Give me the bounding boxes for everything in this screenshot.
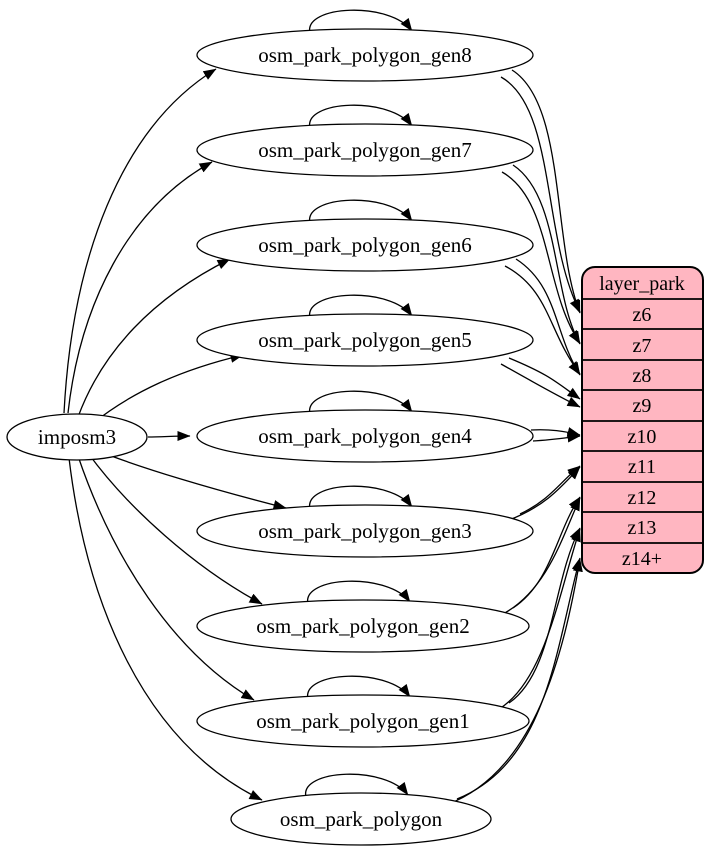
- node-osm-park-polygon-gen8: osm_park_polygon_gen8: [196, 28, 534, 82]
- edge-gen4-z10: [530, 427, 581, 437]
- node-osm-park-polygon-gen3: osm_park_polygon_gen3: [196, 504, 534, 558]
- node-label-gen4: osm_park_polygon_gen4: [258, 424, 472, 448]
- edge-imposm3-gen4: [147, 431, 191, 442]
- selfloop-gen7: [309, 104, 413, 129]
- edge-gen3-z11-b: [508, 466, 581, 521]
- node-ellipse-gen5: [196, 313, 534, 367]
- edge-imposm3-polygon: [68, 457, 263, 801]
- selfloop-polygon: [305, 773, 409, 798]
- node-ellipse-gen6: [196, 218, 534, 272]
- edge-polygon-z14: [456, 557, 582, 800]
- layer-park-box: [581, 266, 704, 574]
- edge-imposm3-gen5: [91, 353, 244, 425]
- node-ellipse-gen8: [196, 28, 534, 82]
- edges-to-layer-park: [445, 69, 583, 806]
- layer-row-z8: z8: [633, 365, 652, 387]
- selfloop-gen6: [309, 199, 413, 224]
- node-label-gen5: osm_park_polygon_gen5: [258, 328, 471, 352]
- node-ellipse-gen4: [196, 409, 534, 463]
- selfloop-gen5: [309, 294, 413, 319]
- edge-imposm3-gen7: [67, 161, 213, 414]
- layer-row-z6: z6: [633, 304, 652, 326]
- node-osm-park-polygon-gen2: osm_park_polygon_gen2: [196, 599, 530, 653]
- edge-gen1-z13-b: [498, 528, 581, 710]
- node-ellipse-polygon: [230, 792, 492, 846]
- edge-gen8-z6-b: [511, 69, 581, 314]
- edge-gen7-z7-b: [512, 164, 581, 345]
- layer-row-z14: z14+: [622, 548, 662, 570]
- edge-imposm3-gen6: [77, 258, 231, 418]
- layer-park-title: layer_park: [599, 273, 685, 295]
- edge-imposm3-gen1: [77, 455, 255, 701]
- edge-imposm3-gen8: [63, 68, 217, 414]
- selfloop-gen3: [309, 485, 413, 510]
- node-ellipse-gen1: [196, 694, 530, 748]
- layer-row-z10: z10: [628, 426, 657, 448]
- edge-gen7-z7: [501, 171, 581, 344]
- layer-row-z11: z11: [628, 456, 656, 478]
- edge-gen8-z6: [500, 76, 581, 313]
- node-label-gen7: osm_park_polygon_gen7: [258, 138, 471, 162]
- edge-gen6-z8-b: [515, 258, 581, 376]
- selfloop-gen1: [307, 675, 411, 700]
- edge-gen6-z8: [504, 265, 581, 375]
- self-loop-edges: [305, 9, 413, 798]
- edge-gen3-z11: [519, 465, 581, 515]
- node-osm-park-polygon-gen5: osm_park_polygon_gen5: [196, 313, 534, 367]
- node-label-imposm3: imposm3: [38, 425, 116, 449]
- edge-gen5-z9: [508, 357, 581, 400]
- layer-row-z9: z9: [633, 395, 652, 417]
- selfloop-gen4: [309, 390, 413, 415]
- node-ellipse-gen7: [196, 123, 534, 177]
- table-nodes: imposm3 osm_park_polygon_gen8 osm_park_p…: [6, 28, 534, 846]
- edge-gen5-z9-b: [500, 363, 581, 408]
- node-label-gen6: osm_park_polygon_gen6: [258, 233, 471, 257]
- node-label-polygon: osm_park_polygon: [280, 807, 443, 831]
- layer-row-z7: z7: [633, 335, 652, 357]
- node-osm-park-polygon: osm_park_polygon: [230, 792, 492, 846]
- edge-gen4-z10-b: [532, 432, 581, 443]
- node-ellipse-imposm3: [6, 413, 148, 461]
- edge-imposm3-gen2: [87, 452, 263, 605]
- node-label-gen1: osm_park_polygon_gen1: [256, 709, 469, 733]
- node-osm-park-polygon-gen6: osm_park_polygon_gen6: [196, 218, 534, 272]
- edge-gen1-z13: [508, 527, 581, 704]
- node-label-gen8: osm_park_polygon_gen8: [258, 43, 471, 67]
- node-label-gen2: osm_park_polygon_gen2: [256, 614, 469, 638]
- node-osm-park-polygon-gen7: osm_park_polygon_gen7: [196, 123, 534, 177]
- node-ellipse-gen2: [196, 599, 530, 653]
- selfloop-gen8: [309, 9, 413, 34]
- node-osm-park-polygon-gen1: osm_park_polygon_gen1: [196, 694, 530, 748]
- layer-park-table: layer_park z6 z7 z8 z9 z10 z11 z12 z13 z…: [581, 266, 704, 574]
- edge-imposm3-gen3: [95, 449, 287, 510]
- edge-gen2-z12-b: [502, 497, 581, 615]
- node-ellipse-gen3: [196, 504, 534, 558]
- edge-polygon-z14-b: [445, 558, 583, 806]
- node-imposm3: imposm3: [6, 413, 148, 461]
- node-label-gen3: osm_park_polygon_gen3: [258, 519, 471, 543]
- layer-row-z13: z13: [628, 517, 657, 539]
- node-osm-park-polygon-gen4: osm_park_polygon_gen4: [196, 409, 534, 463]
- layer-row-z12: z12: [628, 487, 657, 509]
- selfloop-gen2: [307, 580, 411, 605]
